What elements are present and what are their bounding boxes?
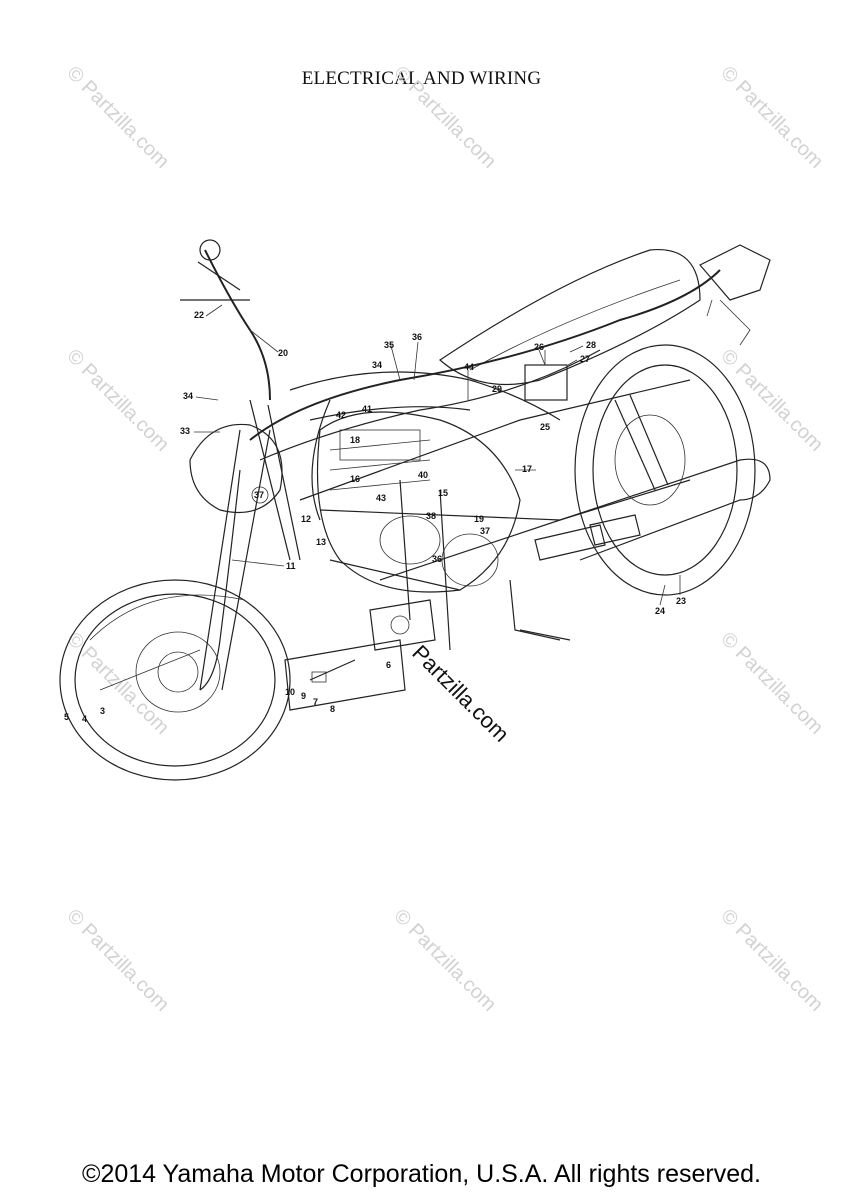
- callout: 8: [330, 704, 335, 714]
- tail-light: [699, 244, 771, 346]
- front-wheel: [59, 579, 291, 781]
- callout: 7: [313, 697, 318, 707]
- muffler: [379, 458, 771, 581]
- callout: 29: [492, 384, 502, 394]
- callout: 42: [336, 410, 346, 420]
- callout: 38: [426, 511, 436, 521]
- callout: 19: [474, 514, 484, 524]
- callout: 36: [412, 332, 422, 342]
- callout: 25: [540, 422, 550, 432]
- callout: 5: [64, 712, 69, 722]
- callout: 18: [350, 435, 360, 445]
- callout: 37: [254, 490, 264, 500]
- front-fork: [199, 399, 301, 691]
- callout: 12: [301, 514, 311, 524]
- wiring-harness: [99, 269, 721, 691]
- callout: 37: [480, 526, 490, 536]
- callout: 43: [376, 493, 386, 503]
- callout: 20: [278, 348, 288, 358]
- callout: 23: [676, 596, 686, 606]
- callout: 15: [438, 488, 448, 498]
- callout: 35: [384, 340, 394, 350]
- seat: [439, 249, 701, 386]
- leader-lines: [194, 299, 713, 606]
- callout: 11: [286, 561, 296, 571]
- callout: 10: [285, 687, 295, 697]
- callout: 9: [301, 691, 306, 701]
- callout: 22: [194, 310, 204, 320]
- callout: 26: [534, 342, 544, 352]
- rear-wheel: [574, 344, 756, 596]
- copyright-footer: ©2014 Yamaha Motor Corporation, U.S.A. A…: [82, 1160, 761, 1188]
- callout: 28: [586, 340, 596, 350]
- callout: 4: [82, 714, 87, 724]
- footrest: [534, 514, 641, 561]
- callout: 36: [432, 554, 442, 564]
- callout: 44: [464, 362, 474, 372]
- callout: 41: [362, 404, 372, 414]
- inset-switch: [369, 599, 436, 651]
- callout: 17: [522, 464, 532, 474]
- callout: 13: [316, 537, 326, 547]
- callout: 6: [386, 660, 391, 670]
- callout: 3: [100, 706, 105, 716]
- callout: 27: [580, 354, 590, 364]
- headlight: [189, 423, 283, 514]
- callout: 24: [655, 606, 665, 616]
- callout: 34: [372, 360, 382, 370]
- callout: 34: [183, 391, 193, 401]
- callout: 40: [418, 470, 428, 480]
- stand: [509, 579, 571, 641]
- callout: 33: [180, 426, 190, 436]
- callout: 16: [350, 474, 360, 484]
- battery-box: [524, 350, 568, 401]
- inset-tach-cable: [284, 639, 406, 711]
- page-title: ELECTRICAL AND WIRING: [301, 68, 542, 89]
- handlebar: [180, 239, 271, 401]
- rear-shock: [614, 394, 669, 491]
- engine: [316, 411, 521, 593]
- callout-labels: 22 20 34 33 37 11 12 13 35 36 34 41 42 1…: [64, 310, 686, 724]
